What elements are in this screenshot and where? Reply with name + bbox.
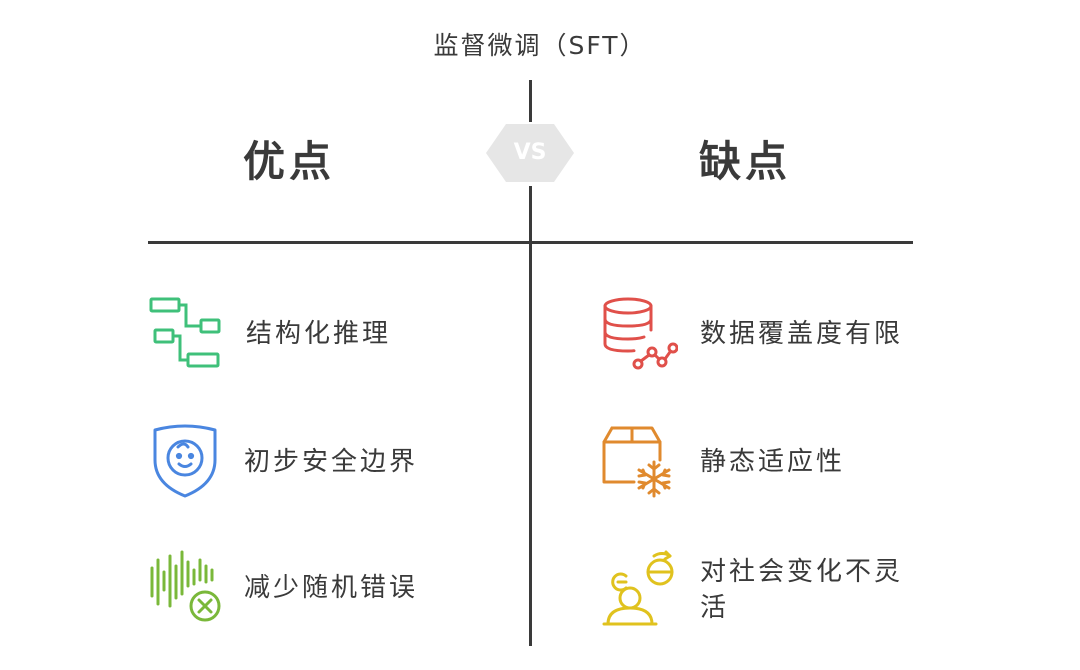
pros-item-label: 减少随机错误 bbox=[244, 573, 419, 603]
flowchart-icon bbox=[149, 297, 221, 368]
center-divider bbox=[529, 186, 532, 646]
center-divider-top bbox=[529, 80, 532, 122]
pros-item-reduce-errors: 减少随机错误 bbox=[148, 550, 448, 626]
pros-item-label: 结构化推理 bbox=[246, 319, 392, 349]
diagram-title: 监督微调（SFT） bbox=[433, 31, 647, 60]
pros-item-safety-boundary: 初步安全边界 bbox=[150, 424, 450, 500]
cons-heading: 缺点 bbox=[699, 137, 792, 186]
cons-item-label: 对社会变化不灵活 bbox=[700, 557, 904, 623]
box-snowflake-icon bbox=[602, 426, 671, 498]
people-refresh-icon bbox=[602, 550, 674, 626]
shield-baby-icon bbox=[153, 424, 217, 498]
cons-item-label: 数据覆盖度有限 bbox=[700, 319, 904, 349]
cons-item-label: 静态适应性 bbox=[700, 447, 846, 477]
waveform-x-icon bbox=[150, 550, 221, 622]
vs-badge bbox=[486, 124, 574, 182]
cons-item-limited-data: 数据覆盖度有限 bbox=[602, 296, 922, 372]
cons-item-social-inflexibility: 对社会变化不灵活 bbox=[602, 550, 932, 640]
pros-heading: 优点 bbox=[243, 137, 336, 186]
pros-item-structured-reasoning: 结构化推理 bbox=[148, 296, 448, 372]
header-divider bbox=[148, 241, 913, 244]
database-graph-icon bbox=[603, 297, 678, 370]
vs-label: VS bbox=[513, 140, 547, 165]
cons-item-static-adaptability: 静态适应性 bbox=[602, 424, 922, 500]
pros-item-label: 初步安全边界 bbox=[244, 447, 419, 477]
